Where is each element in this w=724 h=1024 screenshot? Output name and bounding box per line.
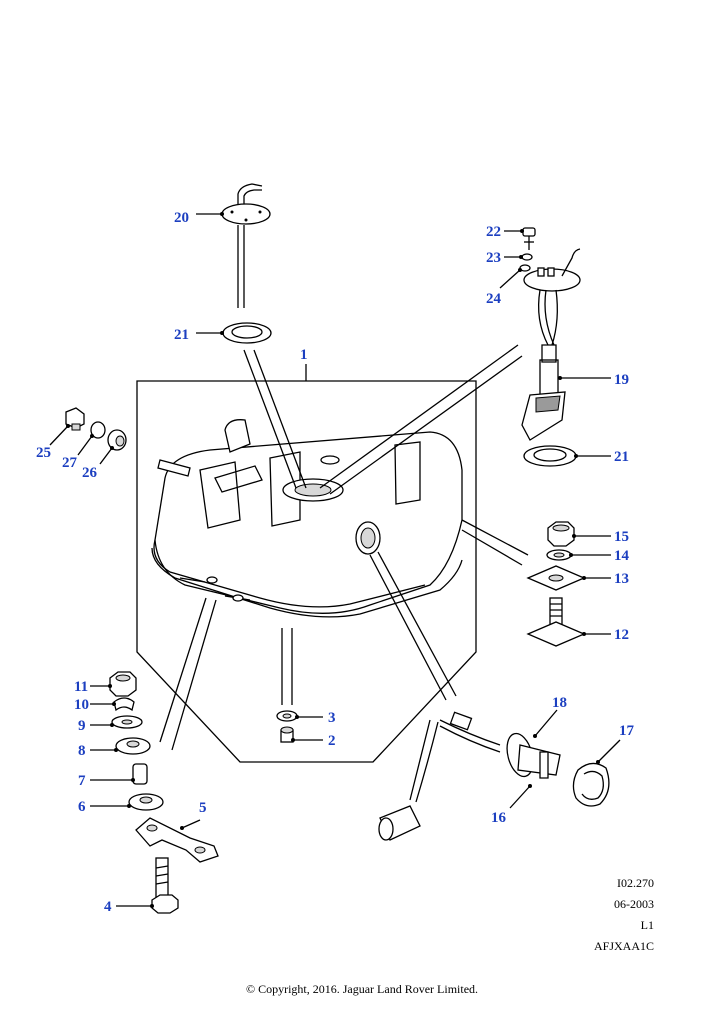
callout-5[interactable]: 5 (199, 800, 207, 816)
callout-6[interactable]: 6 (78, 799, 86, 815)
callout-22[interactable]: 22 (486, 224, 501, 240)
callout-3[interactable]: 3 (328, 710, 336, 726)
callout-7[interactable]: 7 (78, 773, 86, 789)
callout-24[interactable]: 24 (486, 291, 502, 307)
seal-ring-top (222, 322, 272, 344)
callout-23[interactable]: 23 (486, 250, 501, 266)
callout-15[interactable]: 15 (614, 529, 629, 545)
callout-12[interactable]: 12 (614, 627, 629, 643)
illustration-code: AFJXAA1C (593, 939, 654, 953)
callout-18[interactable]: 18 (552, 695, 567, 711)
callout-21-top[interactable]: 21 (174, 327, 189, 343)
drain-fittings (65, 407, 127, 451)
fuel-tank (151, 419, 463, 618)
tank-assembly-outline (136, 364, 477, 763)
fuel-pump-module (519, 227, 581, 441)
callout-leaders (49, 212, 621, 908)
callout-17[interactable]: 17 (619, 723, 635, 739)
illustration-id: I02.270 (617, 876, 654, 890)
callout-13[interactable]: 13 (614, 571, 629, 587)
seal-ring-bottom (523, 445, 577, 467)
callout-4[interactable]: 4 (104, 899, 112, 915)
callout-16[interactable]: 16 (491, 810, 507, 826)
fuel-level-sender (378, 711, 610, 841)
fuel-pickup-tube (221, 183, 271, 308)
illustration-date: 06-2003 (614, 897, 654, 911)
callout-20[interactable]: 20 (174, 210, 189, 226)
illustration-level: L1 (640, 918, 654, 932)
callout-8[interactable]: 8 (78, 743, 86, 759)
callout-19[interactable]: 19 (614, 372, 629, 388)
copyright-notice: © Copyright, 2016. Jaguar Land Rover Lim… (245, 982, 479, 996)
callout-14[interactable]: 14 (614, 548, 630, 564)
callout-27[interactable]: 27 (62, 455, 78, 471)
callout-2[interactable]: 2 (328, 733, 336, 749)
callout-9[interactable]: 9 (78, 718, 86, 734)
callout-26[interactable]: 26 (82, 465, 98, 481)
mounting-hardware-right (526, 521, 586, 647)
callout-1[interactable]: 1 (300, 347, 308, 363)
callout-11[interactable]: 11 (74, 679, 88, 695)
callout-10[interactable]: 10 (74, 697, 89, 713)
mounting-hardware-left (109, 671, 219, 914)
drain-plug-and-washer (276, 710, 298, 743)
callout-21-bottom[interactable]: 21 (614, 449, 629, 465)
callout-25[interactable]: 25 (36, 445, 51, 461)
connector-lines (159, 344, 529, 751)
